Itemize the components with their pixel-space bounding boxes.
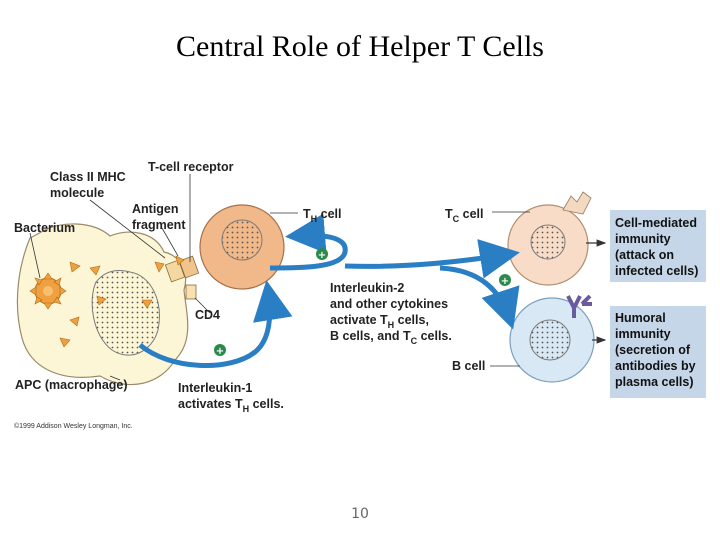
- box-line: (attack on: [615, 248, 674, 262]
- label-il2-1: Interleukin-2: [330, 281, 404, 295]
- apc-macrophage: [16, 223, 189, 386]
- label-il2-4: B cells, and TC cells.: [330, 329, 452, 346]
- svg-text:antibodies by: antibodies by: [615, 359, 696, 373]
- box-line: plasma cells): [615, 375, 694, 389]
- box-line: Cell-mediated: [615, 216, 697, 230]
- svg-text:immunity: immunity: [615, 327, 671, 341]
- label-il2-2: and other cytokines: [330, 297, 448, 311]
- svg-text:Cell-mediated: Cell-mediated: [615, 216, 697, 230]
- mhc-receptor-complex: [164, 255, 200, 300]
- label-class-ii-mhc-2: molecule: [50, 186, 104, 200]
- tc-cell: [507, 191, 592, 286]
- svg-text:immunity: immunity: [615, 232, 671, 246]
- svg-text:infected cells): infected cells): [615, 264, 698, 278]
- box-line: antibodies by: [615, 359, 696, 373]
- label-b-cell: B cell: [452, 359, 485, 373]
- plus-icon: +: [318, 250, 326, 261]
- copyright-text: ©1999 Addison Wesley Longman, Inc.: [14, 422, 133, 430]
- label-t-cell-receptor: T-cell receptor: [148, 160, 234, 174]
- stimulation-markers: + + +: [214, 248, 511, 357]
- b-cell: [509, 294, 595, 383]
- leader-lines: [29, 174, 530, 381]
- humoral-box: Humoral immunity (secretion of antibodie…: [610, 306, 706, 398]
- svg-text:(secretion of: (secretion of: [615, 343, 691, 357]
- label-tc-cell: TC cell: [445, 207, 483, 224]
- label-bacterium: Bacterium: [14, 221, 75, 235]
- label-il2-3: activate TH cells,: [330, 313, 429, 330]
- antigen-fragments: [59, 261, 165, 348]
- box-line: immunity: [615, 232, 671, 246]
- svg-text:plasma cells): plasma cells): [615, 375, 694, 389]
- slide-title: Central Role of Helper T Cells: [176, 30, 544, 63]
- plus-icon: +: [216, 346, 224, 357]
- label-th-cell: TH cell: [303, 207, 341, 224]
- label-fragment: fragment: [132, 218, 186, 232]
- box-line: (secretion of: [615, 343, 691, 357]
- box-line: Humoral: [615, 311, 666, 325]
- th-cell: [199, 204, 285, 290]
- cytokine-arrows: [138, 213, 520, 368]
- label-il1-2: activates TH cells.: [178, 397, 284, 414]
- bacterium: [29, 272, 67, 310]
- box-line: infected cells): [615, 264, 698, 278]
- cell-mediated-box: Cell-mediated immunity (attack on infect…: [610, 210, 706, 282]
- page-number: 10: [351, 506, 369, 522]
- label-il1-1: Interleukin-1: [178, 381, 252, 395]
- label-class-ii-mhc: Class II MHC: [50, 170, 126, 184]
- svg-text:Humoral: Humoral: [615, 311, 666, 325]
- label-cd4: CD4: [195, 308, 220, 322]
- svg-text:(attack on: (attack on: [615, 248, 674, 262]
- plus-icon: +: [501, 276, 509, 287]
- box-line: immunity: [615, 327, 671, 341]
- label-apc: APC (macrophage): [15, 378, 128, 392]
- label-antigen: Antigen: [132, 202, 179, 216]
